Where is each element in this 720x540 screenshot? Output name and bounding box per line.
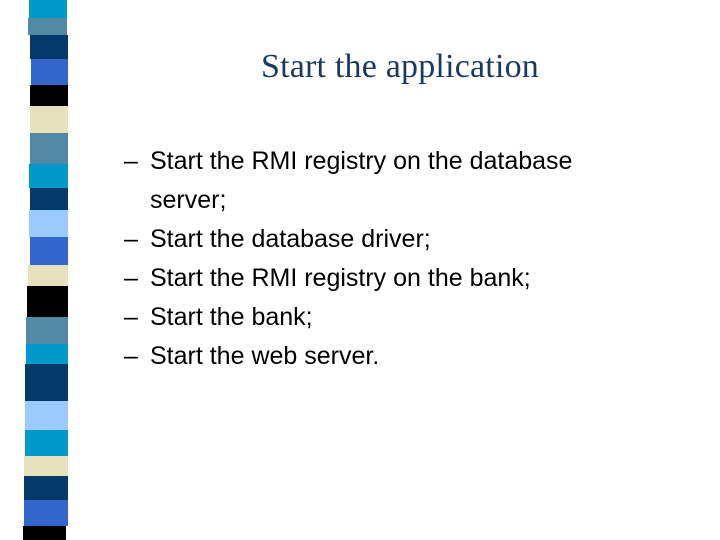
list-item-label: Start the RMI registry on the bank; bbox=[150, 264, 531, 292]
bullet-dash-icon: – bbox=[124, 225, 138, 253]
list-item-label: Start the RMI registry on the database s… bbox=[150, 147, 573, 214]
color-bar-segment bbox=[26, 344, 68, 364]
bullet-list: –Start the RMI registry on the database … bbox=[124, 142, 684, 376]
bullet-dash-icon: – bbox=[124, 342, 138, 370]
color-bar-segment bbox=[30, 106, 68, 133]
color-bar-segment bbox=[30, 188, 68, 210]
bullet-dash-icon: – bbox=[124, 303, 138, 331]
left-color-bar bbox=[0, 0, 90, 540]
color-bar-segment bbox=[24, 456, 68, 476]
color-bar-segment bbox=[31, 59, 68, 85]
list-item: –Start the database driver; bbox=[124, 220, 684, 259]
color-bar-segment bbox=[29, 164, 68, 188]
color-bar-segment bbox=[26, 317, 68, 344]
color-bar-segment bbox=[24, 476, 68, 500]
list-item: –Start the web server. bbox=[124, 337, 684, 376]
color-bar-segment bbox=[28, 18, 67, 35]
color-bar-segment bbox=[30, 85, 68, 106]
color-bar-segment bbox=[30, 133, 68, 164]
list-item-label: Start the database driver; bbox=[150, 225, 431, 253]
color-bar-segment bbox=[30, 35, 68, 59]
color-bar-segment bbox=[27, 286, 68, 317]
bullet-dash-icon: – bbox=[124, 264, 138, 292]
color-bar-segment bbox=[29, 210, 68, 237]
page-title: Start the application bbox=[260, 48, 539, 85]
bullet-dash-icon: – bbox=[124, 147, 138, 175]
color-bar-segment bbox=[25, 430, 68, 456]
color-bar-segment bbox=[28, 265, 68, 286]
color-bar-segment bbox=[30, 237, 68, 265]
list-item-label: Start the web server. bbox=[150, 342, 380, 370]
color-bar-segment bbox=[25, 364, 68, 401]
color-bar-segment bbox=[29, 0, 67, 18]
list-item: –Start the RMI registry on the bank; bbox=[124, 259, 684, 298]
list-item: –Start the RMI registry on the database … bbox=[124, 142, 684, 220]
color-bar-segment bbox=[25, 401, 68, 430]
color-bar-segment bbox=[23, 526, 66, 540]
color-bar-segment bbox=[24, 500, 68, 526]
list-item: –Start the bank; bbox=[124, 298, 684, 337]
list-item-label: Start the bank; bbox=[150, 303, 313, 331]
